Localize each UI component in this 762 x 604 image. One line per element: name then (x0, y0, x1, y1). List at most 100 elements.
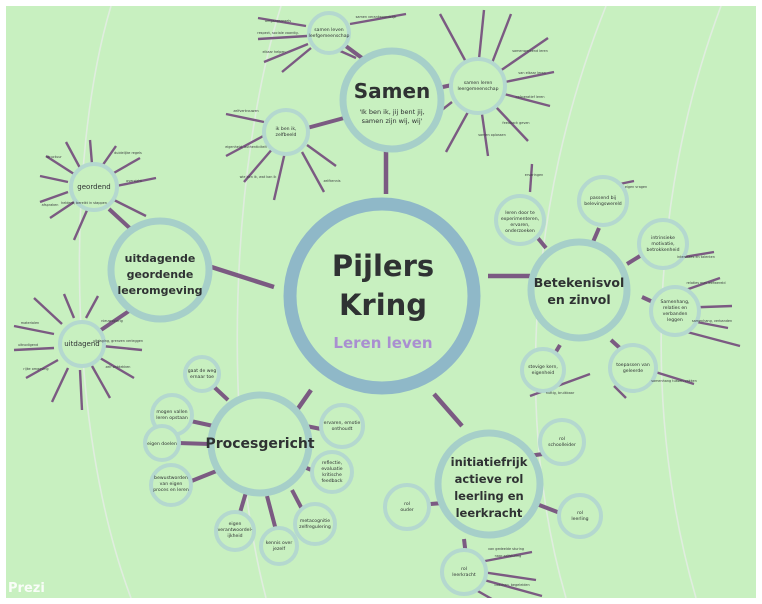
subnode-stevige-1: stevige kern, (528, 364, 558, 370)
subnode-reflectie-3: kritische (322, 472, 342, 478)
leaf-label: relaties met leefwereld (686, 281, 725, 285)
subnode-kennis-1: kennis over (266, 540, 293, 546)
leaf-label: interesses en talenten (677, 255, 715, 259)
prezi-canvas[interactable]: Pijlers Kring Leren leven Samen 'Ik ben … (6, 6, 756, 598)
subnode-uitdagend: uitdagend (64, 340, 100, 348)
subnode-eigen-doelen: eigen doelen (147, 441, 177, 447)
leaf-label: van gedeelde sturing (488, 547, 524, 551)
leaf-label: zelf ontdekken (106, 365, 131, 369)
subnode-reflectie-2: evaluatie (321, 466, 342, 472)
sub-circles (58, 11, 701, 596)
pillar-uitdagend-line2: geordende (127, 268, 194, 281)
center-subtitle: Leren leven (333, 334, 432, 352)
subnode-schoolleider-2: schoolleider (548, 442, 576, 448)
mind-map: Pijlers Kring Leren leven Samen 'Ik ben … (13, 6, 741, 598)
subnode-reflectie-1: reflectie, (322, 460, 343, 466)
subnode-toepassen-1: toepassen van (616, 362, 650, 368)
subnode-bewust-2: van eigen (160, 481, 183, 487)
center-title-line2: Kring (339, 288, 427, 322)
center-title-line1: Pijlers (332, 249, 434, 283)
leaf-label: feedback geven (502, 121, 529, 125)
subnode-leren-4: onderzoeken (505, 228, 535, 234)
subnode-samenhang-4: leggen (667, 317, 683, 323)
prezi-watermark: Prezi (8, 581, 45, 596)
pillar-samen-circle[interactable] (339, 47, 445, 153)
leaf-label: samenwerkend leren (512, 49, 548, 53)
leaf-label: samenhang tussen vakken (651, 379, 696, 383)
leaf-label: samenhang, verbanden (692, 319, 732, 323)
subnode-bewust-3: proces en leren (153, 487, 189, 493)
leaf-label: zelfkennis (324, 179, 341, 183)
subnode-meta-2: zelfregulering (299, 524, 331, 530)
subnode-intrinsiek-2: motivatie, (651, 241, 675, 247)
leaf-label: coöperatief leren (516, 95, 545, 99)
pillar-uitdagend-circle[interactable] (107, 217, 213, 323)
leaf-label: heldere, bereikt in stappen (61, 201, 107, 205)
subnode-samen-leren-2: leergemeenschap (457, 86, 498, 92)
leaf-label: duidelijke regels (114, 151, 142, 155)
subnode-leren-3: ervaren, (510, 222, 530, 228)
leaf-label: wie ben ik, wat kan ik (240, 175, 277, 179)
leaf-label: afspraken (42, 203, 59, 207)
subnode-vallen-1: mogen vallen (156, 409, 187, 415)
leaf-label: eigen vragen (625, 185, 647, 189)
pillar-initiatief-line3: leerling en (454, 489, 524, 503)
subnode-reflectie-4: feedback (321, 478, 342, 484)
pillar-initiatief-circle[interactable] (434, 429, 544, 539)
leaf-label: van elkaar leren (518, 71, 545, 75)
leaf-label: ervaringen (525, 173, 543, 177)
subnode-samenhang-3: verbanden (663, 311, 688, 317)
pillar-betekenisvol-line2: en zinvol (547, 292, 610, 307)
subnode-samen-leven-1: samen leven (314, 27, 344, 33)
pillar-uitdagend-line1: uitdagende (125, 252, 196, 265)
leaf-label: zelfvertrouwen (233, 109, 258, 113)
subnode-passend-1: passend bij (590, 195, 616, 201)
pillar-samen-title: Samen (354, 79, 431, 103)
subnode-emotie-1: ervaren, emotie (324, 420, 361, 426)
subnode-geordend: geordend (77, 183, 110, 191)
subnode-samen-leven-2: leefgemeenschap (309, 33, 350, 39)
subnode-kennis-2: jezelf (272, 546, 286, 552)
subnode-gaat-2: ernaar toe (190, 374, 214, 380)
subnode-meta-1: metacognitie (300, 518, 330, 524)
pillar-samen-quote1: 'Ik ben ik, jij bent jij, (359, 108, 424, 116)
subnode-schoolleider-1: rol (559, 436, 565, 442)
subnode-stevige-2: eigenheid (532, 370, 555, 376)
subnode-gaat-1: gaat de weg (188, 368, 217, 374)
pillar-uitdagend-line3: leeromgeving (117, 284, 202, 297)
leaf-label: samen verantwoordelijk (356, 15, 397, 19)
pillar-initiatief-line2: actieve rol (455, 472, 524, 486)
pillar-initiatief-line1: initiatiefrijk (451, 455, 528, 469)
subnode-verant-2: verantwoordel- (218, 527, 253, 533)
leaf-label: overzicht (126, 179, 142, 183)
leaf-label: naar zelfsturing (495, 554, 522, 558)
subnode-vallen-2: leren opstaan (156, 415, 188, 421)
subnode-verant-3: ijkheid (227, 533, 242, 539)
subnode-leerling-2: leerling (571, 516, 588, 522)
pillar-initiatief-line4: leerkracht (456, 506, 523, 520)
subnode-intrinsiek-1: intrinsieke (651, 235, 675, 241)
pillar-betekenisvol-line1: Betekenisvol (534, 275, 625, 290)
subnode-emotie-2: onthoudt (332, 426, 353, 432)
leaf-label: nieuwsgierig (101, 319, 123, 323)
subnode-leren-2: experimenteren, (501, 216, 540, 222)
pillar-proces-circle[interactable] (207, 391, 313, 497)
subnode-toepassen-2: geleerde (623, 368, 643, 374)
center-circle[interactable] (283, 197, 481, 395)
leaf-label: respect, sociale vaardig. (257, 31, 298, 35)
subnode-ik-ben-ik-2: zelfbeeld (276, 132, 297, 138)
leaf-label: uitdaging, grenzen verleggen (93, 339, 143, 343)
leaf-label: elkaar helpen (262, 50, 285, 54)
subnode-verant-1: eigen (229, 521, 242, 527)
subnode-leerling-1: rol (577, 510, 583, 516)
leaf-label: structuur (46, 155, 62, 159)
subnode-passend-2: belevingswereld (584, 201, 622, 207)
leaf-label: materialen (21, 321, 39, 325)
subnode-ik-ben-ik-1: ik ben ik, (276, 126, 297, 132)
subnode-samen-leren-1: samen leren (464, 80, 493, 86)
subnode-leerkracht-1: rol (461, 566, 467, 572)
leaf-label: coachen, begeleiden (494, 583, 529, 587)
pillar-betekenisvol-circle[interactable] (527, 238, 631, 342)
subnode-ouder-2: ouder (400, 507, 413, 513)
leaf-label: eigenheid, authenticiteit (225, 145, 267, 149)
